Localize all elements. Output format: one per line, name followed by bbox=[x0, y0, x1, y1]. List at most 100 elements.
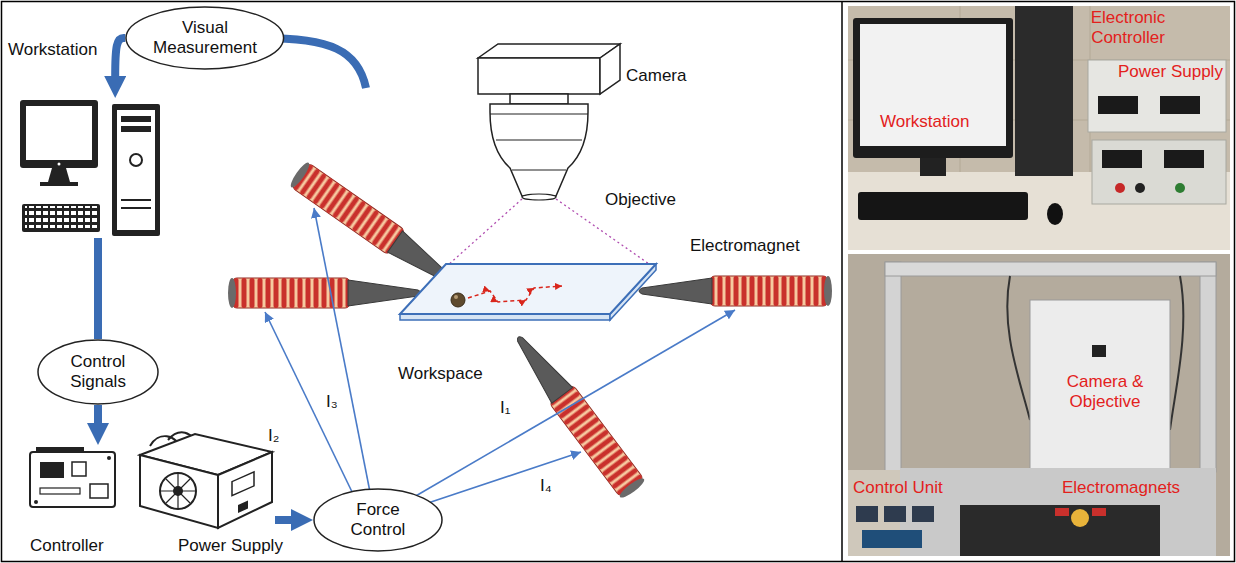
switch bbox=[238, 501, 248, 513]
circuit-board bbox=[30, 452, 115, 507]
flow-arrow bbox=[275, 516, 299, 524]
terminal bbox=[1115, 183, 1125, 193]
photo-label: Camera & Objective bbox=[1050, 372, 1160, 411]
keyboard bbox=[858, 192, 1028, 220]
current-label: I₁ bbox=[500, 398, 510, 418]
fan-grill bbox=[161, 474, 195, 508]
photo-label: Power Supply bbox=[1118, 62, 1223, 82]
workspace-slide bbox=[400, 264, 656, 320]
lens bbox=[522, 194, 556, 200]
mount-hole bbox=[34, 500, 38, 504]
chip bbox=[72, 462, 86, 476]
flow-arrow bbox=[94, 405, 102, 431]
photo-label: Electronic Controller bbox=[1078, 8, 1178, 47]
process-ellipse: Control Signals bbox=[37, 339, 159, 405]
electromagnet bbox=[639, 276, 832, 306]
current-line bbox=[314, 208, 370, 492]
controller-node: Controller bbox=[25, 445, 120, 513]
ellipse-text: Control Signals bbox=[70, 352, 126, 391]
part-label: Workspace bbox=[398, 364, 483, 384]
field-of-view bbox=[447, 199, 652, 266]
current-line bbox=[414, 310, 735, 497]
drive-bay bbox=[121, 116, 151, 122]
logo bbox=[1092, 345, 1106, 357]
monitor-screen bbox=[860, 24, 1006, 146]
display bbox=[1160, 96, 1200, 114]
fan bbox=[160, 473, 196, 509]
electromagnet bbox=[506, 328, 646, 500]
electromagnet bbox=[1092, 508, 1106, 516]
controller-icon bbox=[30, 447, 115, 507]
current-label: I₄ bbox=[540, 476, 552, 496]
monitor-frame bbox=[853, 18, 1013, 158]
ellipse-shape bbox=[38, 340, 158, 404]
power-supply-node: Power Supply bbox=[125, 430, 275, 530]
pc-front bbox=[117, 110, 155, 230]
motion-path bbox=[468, 286, 562, 302]
camera-side bbox=[600, 44, 620, 94]
part-name: Power Supply bbox=[178, 536, 283, 556]
pin-header bbox=[40, 488, 80, 494]
flow-arrow bbox=[94, 238, 102, 339]
terminal bbox=[1175, 183, 1185, 193]
objective-barrel bbox=[490, 104, 588, 196]
monitor-stand bbox=[920, 158, 946, 176]
power-supply-unit bbox=[1088, 60, 1226, 132]
power-supply-icon bbox=[140, 432, 272, 528]
terminal bbox=[1135, 183, 1145, 193]
drive-bay bbox=[121, 126, 151, 132]
mount-hole bbox=[107, 456, 111, 460]
display bbox=[1102, 150, 1142, 168]
vent-line bbox=[121, 207, 151, 209]
photo-label: Workstation bbox=[880, 112, 969, 132]
display bbox=[1098, 96, 1138, 114]
frame-post bbox=[1200, 262, 1216, 472]
power-socket bbox=[232, 472, 254, 496]
camera-top bbox=[478, 44, 620, 58]
process-ellipse: Force Control bbox=[313, 488, 443, 552]
stage-plate bbox=[960, 505, 1160, 556]
microrobot-highlight bbox=[454, 295, 458, 299]
current-label: I₃ bbox=[326, 392, 338, 412]
microrobot bbox=[451, 293, 465, 307]
usb-port bbox=[90, 484, 108, 498]
slide-top bbox=[400, 264, 656, 314]
keyboard-keys bbox=[25, 206, 97, 228]
workstation-icon bbox=[20, 100, 160, 236]
power-button bbox=[130, 154, 142, 166]
mouse bbox=[1047, 203, 1063, 225]
part-label: Electromagnet bbox=[690, 236, 800, 256]
base-plate bbox=[900, 468, 1216, 556]
panel-divider bbox=[841, 2, 843, 562]
camera-front bbox=[478, 58, 600, 94]
power-supply-unit bbox=[1092, 140, 1226, 204]
monitor-frame bbox=[20, 100, 98, 168]
photo-label: Control Unit bbox=[853, 478, 943, 498]
wall bbox=[848, 254, 1230, 556]
monitor-screen bbox=[26, 106, 92, 160]
ellipse-text: Force Control bbox=[351, 500, 406, 539]
chip bbox=[40, 462, 64, 478]
monitor-base bbox=[40, 182, 78, 186]
objective-band bbox=[490, 114, 588, 170]
microcontroller-board bbox=[862, 530, 922, 548]
vent-line bbox=[121, 199, 151, 201]
electromagnet bbox=[1055, 508, 1069, 516]
part-label: Objective bbox=[605, 190, 676, 210]
display bbox=[1164, 150, 1204, 168]
electromagnet bbox=[228, 278, 421, 308]
driver-board bbox=[912, 506, 934, 522]
objective-icon bbox=[490, 94, 588, 200]
ellipse-shape bbox=[314, 489, 442, 551]
camera-icon bbox=[478, 44, 620, 94]
part-name: Controller bbox=[30, 536, 104, 556]
workstation-node: Workstation bbox=[15, 98, 165, 238]
part-name: Workstation bbox=[8, 40, 97, 60]
current-label: I₂ bbox=[268, 426, 279, 446]
sample-holder bbox=[1071, 509, 1089, 527]
photo-label: Electromagnets bbox=[1062, 478, 1180, 498]
